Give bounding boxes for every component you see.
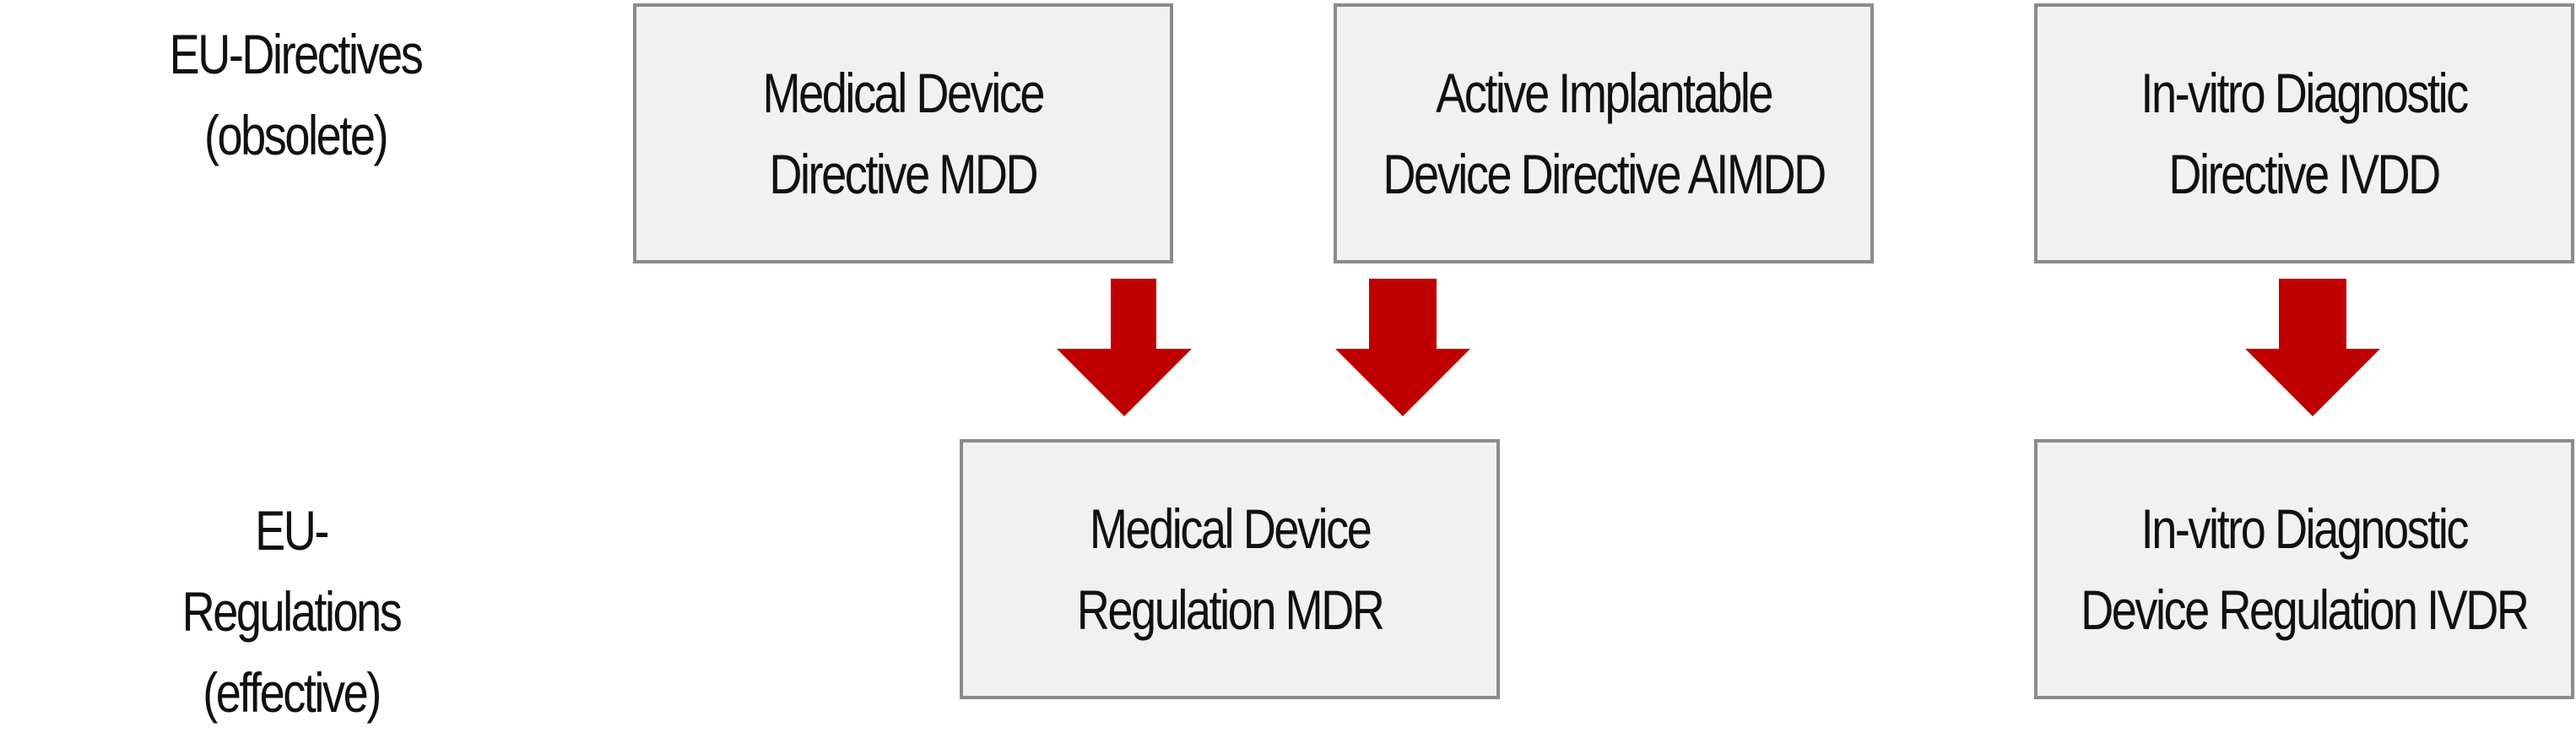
down-arrow-icon [2245, 279, 2380, 416]
ivdd-line1: In-vitro Diagnostic [2140, 62, 2470, 124]
mdd-text: Medical Device Directive MDD [762, 52, 1046, 214]
aimdd-text: Active Implantable Device Directive AIMD… [1383, 52, 1826, 214]
aimdd-line1: Active Implantable [1436, 62, 1773, 124]
mdr-text: Medical Device Regulation MDR [1076, 488, 1385, 650]
mdd-line1: Medical Device [762, 62, 1046, 124]
down-arrow-icon [1057, 279, 1192, 416]
row-label-directives-line1: EU-Directives [169, 23, 424, 85]
row-label-directives-line2: (obsolete) [203, 104, 389, 166]
mdr-box: Medical Device Regulation MDR [960, 439, 1500, 699]
row-label-directives: EU-Directives (obsolete) [150, 14, 441, 176]
aimdd-box: Active Implantable Device Directive AIMD… [1334, 3, 1874, 263]
row-label-regulations-line2: (effective) [203, 661, 382, 724]
mdd-to-mdr-arrow [1057, 279, 1192, 419]
ivdr-line1: In-vitro Diagnostic [2140, 497, 2470, 560]
ivdr-text: In-vitro Diagnostic Device Regulation IV… [2081, 488, 2530, 650]
aimdd-to-mdr-arrow [1335, 279, 1470, 419]
mdr-line1: Medical Device [1089, 497, 1372, 560]
aimdd-line2: Device Directive AIMDD [1383, 143, 1826, 205]
mdr-line2: Regulation MDR [1076, 578, 1385, 641]
row-label-regulations: EU-Regulations (effective) [146, 490, 436, 733]
mdd-box: Medical Device Directive MDD [633, 3, 1173, 263]
ivdd-box: In-vitro Diagnostic Directive IVDD [2034, 3, 2574, 263]
ivdd-line2: Directive IVDD [2168, 143, 2442, 205]
ivdr-line2: Device Regulation IVDR [2081, 578, 2530, 641]
mdd-line2: Directive MDD [769, 143, 1039, 205]
ivdr-box: In-vitro Diagnostic Device Regulation IV… [2034, 439, 2574, 699]
ivdd-text: In-vitro Diagnostic Directive IVDD [2140, 52, 2470, 214]
ivdd-to-ivdr-arrow [2245, 279, 2380, 419]
down-arrow-icon [1335, 279, 1470, 416]
row-label-regulations-line1: EU-Regulations [181, 499, 403, 643]
